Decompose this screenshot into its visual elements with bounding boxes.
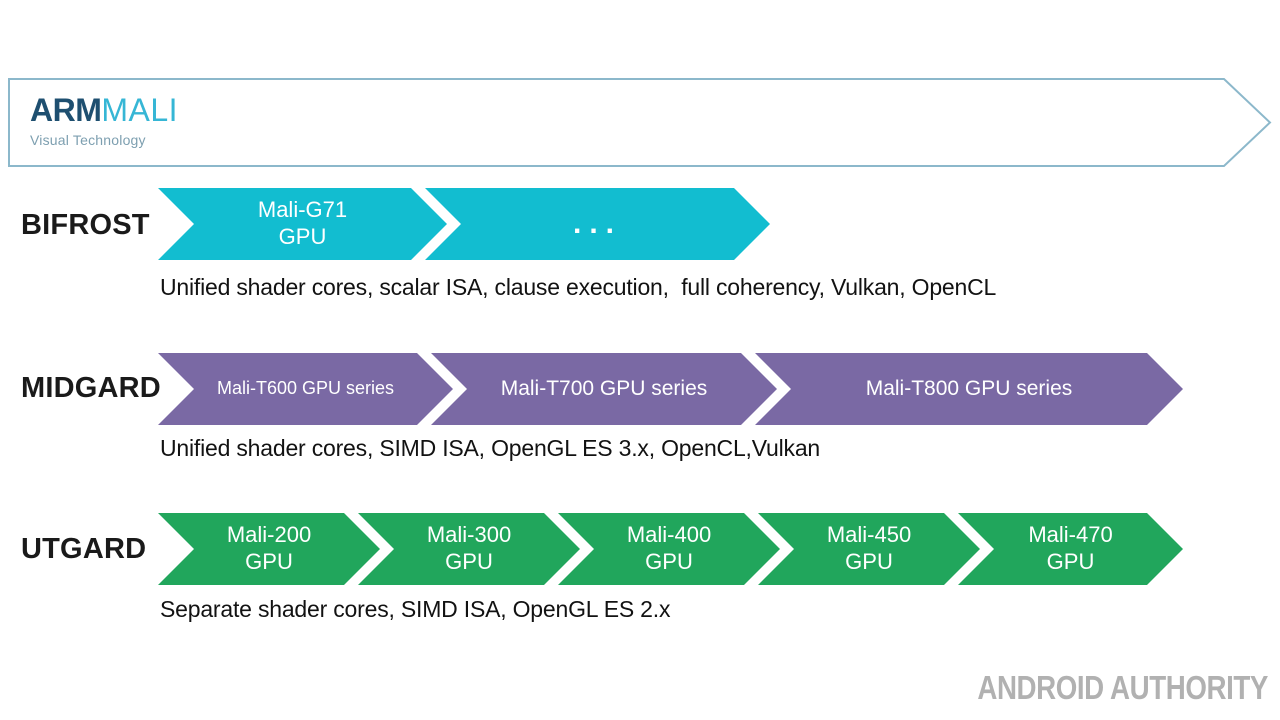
arrow-segment-future-ellipsis: ... [425, 188, 770, 260]
logo-wordmark: ARMMALI [30, 94, 178, 126]
logo-arm-text: ARM [30, 92, 102, 128]
arrow-segment-mali-t600: Mali-T600 GPU series [158, 353, 453, 425]
segment-label: Mali-450 GPU [826, 522, 912, 574]
segment-label: Mali-200 GPU [226, 522, 312, 574]
logo-mali-text: MALI [101, 92, 179, 128]
arrow-segment-mali-g71: Mali-G71 GPU [158, 188, 447, 260]
arrow-segment-mali-300: Mali-300 GPU [358, 513, 580, 585]
arrow-segment-mali-400: Mali-400 GPU [558, 513, 780, 585]
segment-label: Mali-G71 GPU [257, 197, 348, 249]
row-label-bifrost: BIFROST [21, 209, 150, 241]
segment-label: Mali-T600 GPU series [216, 378, 395, 399]
row-label-midgard: MIDGARD [21, 372, 161, 404]
logo-tagline: Visual Technology [30, 132, 146, 148]
banner-arrow-outline [8, 78, 1272, 167]
arrow-segment-mali-t700: Mali-T700 GPU series [431, 353, 777, 425]
utgard-arrow-track: Mali-200 GPU Mali-300 GPU Mali-400 GPU M… [158, 513, 1183, 585]
banner-arrow-shape [8, 78, 1272, 167]
arm-mali-logo: ARMMALI Visual Technology [30, 94, 178, 147]
arrow-segment-mali-470: Mali-470 GPU [958, 513, 1183, 585]
segment-label: Mali-T700 GPU series [500, 377, 708, 401]
bifrost-caption: Unified shader cores, scalar ISA, clause… [160, 274, 997, 300]
arrow-segment-mali-t800: Mali-T800 GPU series [755, 353, 1183, 425]
arrow-segment-mali-450: Mali-450 GPU [758, 513, 980, 585]
segment-label: Mali-470 GPU [1028, 522, 1113, 574]
midgard-arrow-track: Mali-T600 GPU series Mali-T700 GPU serie… [158, 353, 1183, 425]
utgard-caption: Separate shader cores, SIMD ISA, OpenGL … [160, 596, 671, 622]
segment-label: ... [572, 206, 622, 240]
midgard-caption: Unified shader cores, SIMD ISA, OpenGL E… [160, 435, 821, 461]
segment-label: Mali-T800 GPU series [865, 377, 1073, 401]
bifrost-arrow-track: Mali-G71 GPU ... [158, 188, 770, 260]
segment-label: Mali-300 GPU [426, 522, 512, 574]
row-label-utgard: UTGARD [21, 533, 147, 565]
segment-label: Mali-400 GPU [626, 522, 712, 574]
android-authority-watermark: ANDROID AUTHORITY [977, 669, 1268, 706]
arrow-segment-mali-200: Mali-200 GPU [158, 513, 380, 585]
